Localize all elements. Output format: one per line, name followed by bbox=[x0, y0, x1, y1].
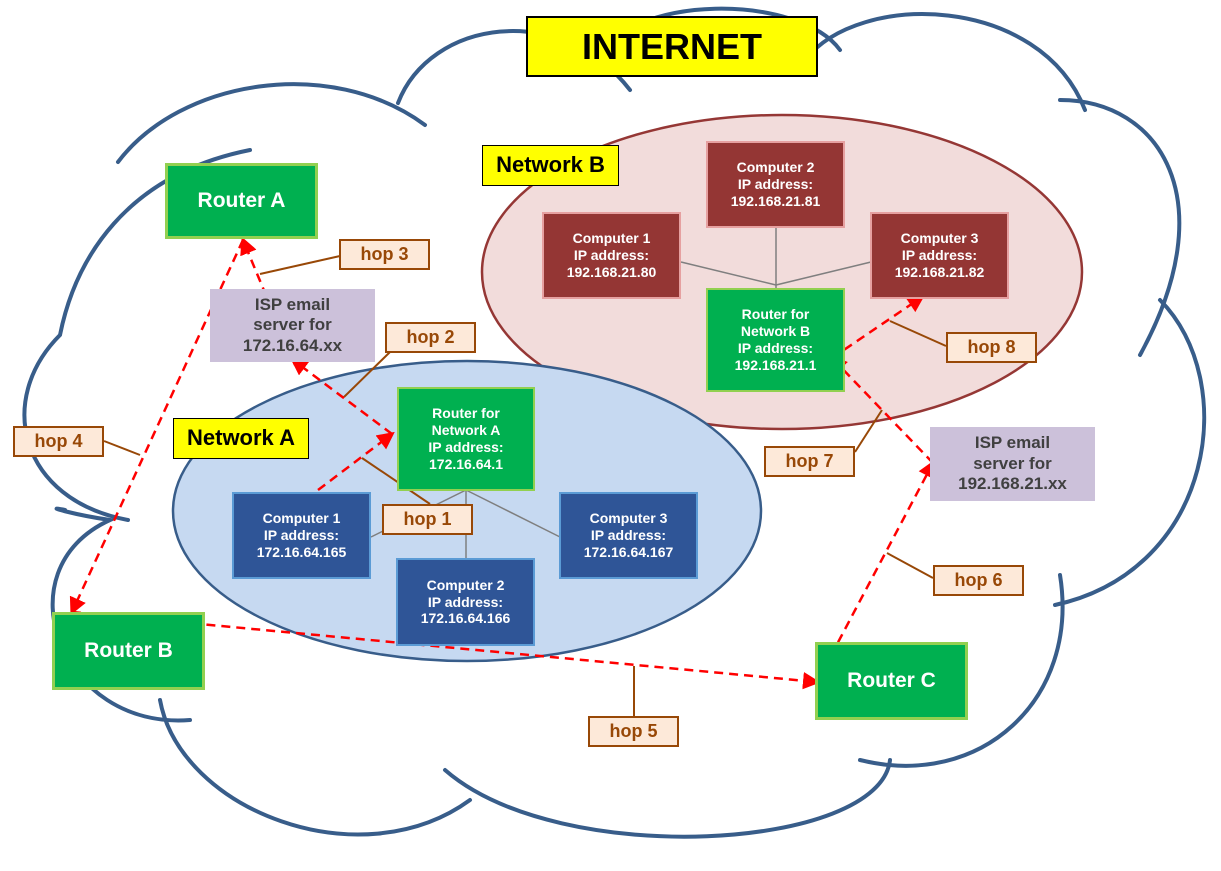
hop-label-7: hop 7 bbox=[764, 446, 855, 477]
network-b-area bbox=[480, 113, 1084, 431]
hop-label-3: hop 3 bbox=[339, 239, 430, 270]
hop-label-1: hop 1 bbox=[382, 504, 473, 535]
network-a-computer-1[interactable]: Computer 1 IP address: 172.16.64.165 bbox=[232, 492, 371, 579]
router-network-b[interactable]: Router for Network B IP address: 192.168… bbox=[706, 288, 845, 392]
network-a-computer-2[interactable]: Computer 2 IP address: 172.16.64.166 bbox=[396, 558, 535, 646]
hop-leaders bbox=[103, 255, 947, 716]
router-network-a[interactable]: Router for Network A IP address: 172.16.… bbox=[397, 387, 535, 491]
hop-label-5: hop 5 bbox=[588, 716, 679, 747]
hop-label-8: hop 8 bbox=[946, 332, 1037, 363]
isp-email-server-a: ISP email server for 172.16.64.xx bbox=[210, 289, 375, 362]
network-a-label: Network A bbox=[173, 418, 309, 459]
network-a-computer-3[interactable]: Computer 3 IP address: 172.16.64.167 bbox=[559, 492, 698, 579]
isp-email-server-b: ISP email server for 192.168.21.xx bbox=[930, 427, 1095, 501]
router-c[interactable]: Router C bbox=[815, 642, 968, 720]
network-b-label: Network B bbox=[482, 145, 619, 186]
network-b-computer-3[interactable]: Computer 3 IP address: 192.168.21.82 bbox=[870, 212, 1009, 299]
hop-label-2: hop 2 bbox=[385, 322, 476, 353]
network-b-computer-2[interactable]: Computer 2 IP address: 192.168.21.81 bbox=[706, 141, 845, 228]
router-a[interactable]: Router A bbox=[165, 163, 318, 239]
hop-label-6: hop 6 bbox=[933, 565, 1024, 596]
hop-label-4: hop 4 bbox=[13, 426, 104, 457]
network-b-computer-1[interactable]: Computer 1 IP address: 192.168.21.80 bbox=[542, 212, 681, 299]
router-b[interactable]: Router B bbox=[52, 612, 205, 690]
internet-title: INTERNET bbox=[526, 16, 818, 77]
